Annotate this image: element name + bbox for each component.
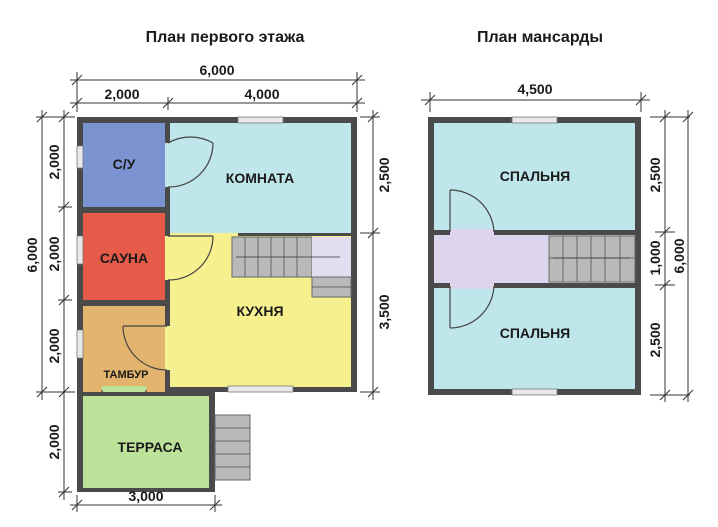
label-bedroom-top: СПАЛЬНЯ bbox=[500, 168, 571, 184]
window bbox=[76, 145, 84, 169]
dim-left-2: 2,000 bbox=[46, 236, 62, 271]
door-swing-bathroom bbox=[167, 136, 214, 188]
attic-title: План мансарды bbox=[477, 29, 603, 46]
staircase bbox=[231, 233, 352, 298]
dim-attic-top: 4,500 bbox=[517, 81, 552, 97]
room-bedroom-bottom bbox=[434, 288, 635, 389]
room-bathroom bbox=[83, 123, 165, 207]
room-living bbox=[170, 123, 351, 233]
door-swing-vestibule bbox=[122, 325, 168, 371]
dim-attic-total: 6,000 bbox=[671, 238, 687, 273]
room-terrace bbox=[83, 396, 209, 488]
ground-floor-title: План первого этажа bbox=[146, 29, 305, 46]
terrace-steps bbox=[214, 414, 251, 481]
door-opening bbox=[450, 229, 494, 235]
door-opening bbox=[165, 143, 171, 187]
dim-top-right: 4,000 bbox=[244, 86, 279, 102]
label-kitchen: КУХНЯ bbox=[236, 303, 283, 319]
door-swing-bedroom-top bbox=[449, 189, 495, 233]
dim-left-terrace: 2,000 bbox=[46, 424, 62, 459]
room-vestibule bbox=[83, 306, 165, 392]
window bbox=[511, 116, 558, 124]
label-sauna: САУНА bbox=[100, 250, 148, 266]
door-opening bbox=[165, 236, 171, 280]
label-bathroom: С/У bbox=[113, 156, 136, 172]
dim-attic-right-1: 2,500 bbox=[647, 157, 663, 192]
dimension-lines bbox=[36, 72, 380, 512]
staircase bbox=[548, 235, 636, 283]
door-swing-sauna bbox=[167, 235, 214, 281]
attic-plan: СПАЛЬНЯ СПАЛЬНЯ 4,500 2,500 1,000 2,500 … bbox=[421, 81, 694, 402]
dim-left-3: 2,000 bbox=[46, 328, 62, 363]
door-opening bbox=[165, 326, 171, 370]
window bbox=[227, 385, 294, 393]
dimension-lines bbox=[421, 92, 694, 402]
dim-left-1: 2,000 bbox=[46, 144, 62, 179]
dim-top-total: 6,000 bbox=[199, 62, 234, 78]
dim-right-1: 2,500 bbox=[376, 157, 392, 192]
room-sauna bbox=[83, 213, 165, 300]
dim-attic-right-3: 2,500 bbox=[647, 322, 663, 357]
door-opening bbox=[102, 386, 146, 394]
dim-top-left: 2,000 bbox=[104, 86, 139, 102]
window bbox=[76, 235, 84, 265]
dim-bottom-terrace: 3,000 bbox=[128, 488, 163, 504]
label-terrace: ТЕРРАСА bbox=[118, 439, 183, 455]
window bbox=[76, 329, 84, 359]
door-opening bbox=[450, 283, 494, 289]
label-vestibule: ТАМБУР bbox=[104, 369, 149, 381]
room-bedroom-top bbox=[434, 123, 635, 230]
label-bedroom-bottom: СПАЛЬНЯ bbox=[500, 325, 571, 341]
ground-floor-plan: С/У КОМНАТА САУНА КУХНЯ ТАМБУР ТЕРРАСА 6… bbox=[24, 62, 392, 512]
door-swing-bedroom-bottom bbox=[449, 285, 495, 329]
dim-attic-right-2: 1,000 bbox=[647, 240, 663, 275]
dim-right-2: 3,500 bbox=[376, 294, 392, 329]
window bbox=[511, 388, 558, 396]
dim-left-total: 6,000 bbox=[24, 237, 40, 272]
window bbox=[237, 116, 284, 124]
label-living-room: КОМНАТА bbox=[226, 170, 294, 186]
